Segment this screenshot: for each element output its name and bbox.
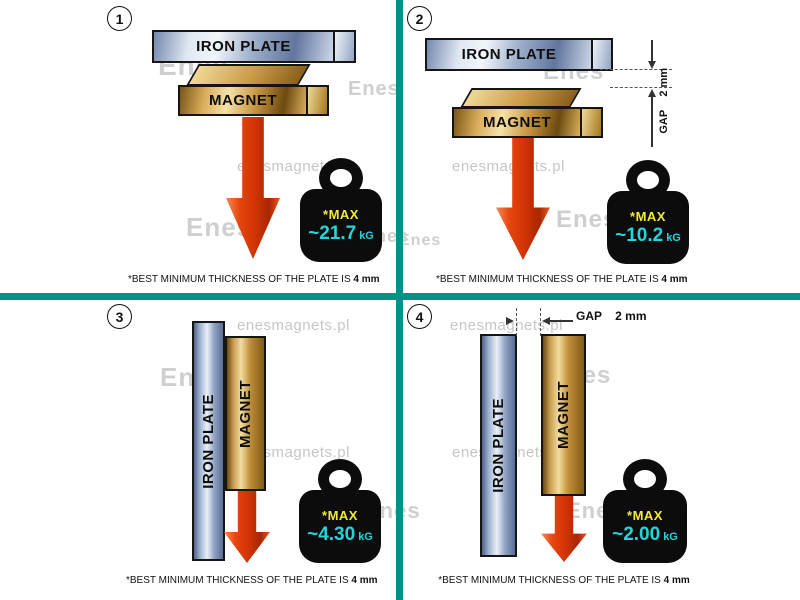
footer-text: *BEST MINIMUM THICKNESS OF THE PLATE IS	[436, 274, 659, 285]
kettlebell-body: *MAX ~21.7 kG	[300, 189, 382, 262]
gap-dimension-line	[545, 320, 573, 322]
magnet: MAGNET	[541, 334, 586, 496]
iron-plate: IRON PLATE	[152, 30, 335, 63]
weight-unit: kG	[666, 231, 681, 244]
iron-plate-label: IRON PLATE	[490, 398, 507, 493]
pull-force-arrow	[496, 138, 550, 260]
enes-logo: Enes	[399, 232, 442, 249]
weight-number: ~21.7	[308, 222, 357, 244]
footer-bold: 4 mm	[663, 575, 690, 586]
weight-icon: *MAX ~21.7 kG	[300, 158, 382, 262]
magnet-top-face	[186, 64, 311, 86]
weight-number: ~10.2	[615, 224, 664, 246]
iron-plate-label: IRON PLATE	[196, 38, 291, 55]
panel-badge: 2	[407, 6, 432, 31]
iron-plate: IRON PLATE	[425, 38, 593, 71]
watermark-text: enesmagnets.pl	[450, 317, 563, 334]
gap-dimension-line	[651, 97, 653, 147]
magnet-end-face	[308, 85, 329, 116]
footer-note: *BEST MINIMUM THICKNESS OF THE PLATE IS …	[128, 274, 380, 285]
weight-icon: *MAX ~4.30 kG	[299, 459, 381, 563]
iron-plate: IRON PLATE	[192, 321, 225, 561]
magnet: MAGNET	[225, 336, 266, 491]
max-label: *MAX	[630, 208, 666, 224]
gap-arrow-up-icon	[648, 89, 656, 97]
magnet-label: MAGNET	[483, 114, 551, 131]
panel-badge: 3	[107, 304, 132, 329]
weight-unit: kG	[663, 530, 678, 543]
max-label: *MAX	[322, 507, 358, 523]
gap-arrow-right-icon	[506, 317, 514, 325]
magnet-label: MAGNET	[237, 379, 254, 448]
panel-badge: 4	[407, 304, 432, 329]
weight-unit: kG	[358, 530, 373, 543]
iron-plate: IRON PLATE	[480, 334, 517, 557]
footer-text: *BEST MINIMUM THICKNESS OF THE PLATE IS	[128, 274, 351, 285]
gap-arrow-left-icon	[542, 317, 550, 325]
weight-number: ~4.30	[307, 523, 356, 545]
weight-icon: *MAX ~10.2 kG	[607, 160, 689, 264]
magnet-top-face	[460, 88, 582, 108]
footer-bold: 4 mm	[351, 575, 378, 586]
gap-extension-line	[610, 87, 672, 88]
gap-label: GAP	[576, 309, 602, 323]
gap-extension-line	[540, 308, 541, 336]
divider-horizontal	[0, 293, 800, 300]
pull-force-arrow	[224, 491, 270, 563]
panel-badge: 1	[107, 6, 132, 31]
iron-plate-end-face	[335, 30, 356, 63]
gap-annotation: GAP 2 mm	[658, 68, 670, 134]
divider-vertical	[396, 0, 403, 600]
weight-value: ~21.7 kG	[308, 223, 374, 245]
weight-value: ~2.00 kG	[612, 524, 678, 546]
max-label: *MAX	[323, 206, 359, 222]
gap-value: 2 mm	[658, 68, 670, 97]
gap-extension-line	[516, 308, 517, 336]
magnet: MAGNET	[452, 107, 582, 138]
weight-value: ~10.2 kG	[615, 225, 681, 247]
gap-annotation: GAP 2 mm	[576, 309, 647, 323]
weight-value: ~4.30 kG	[307, 524, 373, 546]
magnet-label: MAGNET	[555, 381, 572, 449]
kettlebell-body: *MAX ~10.2 kG	[607, 191, 689, 264]
weight-number: ~2.00	[612, 523, 661, 545]
magnet-label: MAGNET	[209, 92, 277, 109]
weight-unit: kG	[359, 229, 374, 242]
iron-plate-label: IRON PLATE	[461, 46, 557, 63]
weight-icon: *MAX ~2.00 kG	[603, 459, 687, 563]
gap-value: 2 mm	[615, 309, 647, 323]
enes-logo: Enes	[348, 78, 400, 100]
footer-text: *BEST MINIMUM THICKNESS OF THE PLATE IS	[438, 575, 661, 586]
iron-plate-label: IRON PLATE	[200, 393, 217, 489]
footer-bold: 4 mm	[661, 274, 688, 285]
watermark-text: enesmagnets.pl	[237, 317, 350, 334]
magnet: MAGNET	[178, 85, 308, 116]
footer-bold: 4 mm	[353, 274, 380, 285]
gap-arrow-down-icon	[648, 61, 656, 69]
footer-note: *BEST MINIMUM THICKNESS OF THE PLATE IS …	[126, 575, 378, 586]
max-label: *MAX	[627, 507, 663, 523]
iron-plate-end-face	[593, 38, 613, 71]
magnet-end-face	[582, 107, 603, 138]
gap-label: GAP	[658, 109, 670, 134]
footer-note: *BEST MINIMUM THICKNESS OF THE PLATE IS …	[438, 575, 690, 586]
footer-note: *BEST MINIMUM THICKNESS OF THE PLATE IS …	[436, 274, 688, 285]
kettlebell-body: *MAX ~4.30 kG	[299, 490, 381, 563]
kettlebell-body: *MAX ~2.00 kG	[603, 490, 687, 563]
gap-dimension-line	[651, 40, 653, 63]
enes-logo: Enes	[556, 206, 618, 233]
gap-extension-line	[600, 69, 672, 70]
watermark-text: enesmagnets.pl	[452, 158, 565, 175]
footer-text: *BEST MINIMUM THICKNESS OF THE PLATE IS	[126, 575, 349, 586]
